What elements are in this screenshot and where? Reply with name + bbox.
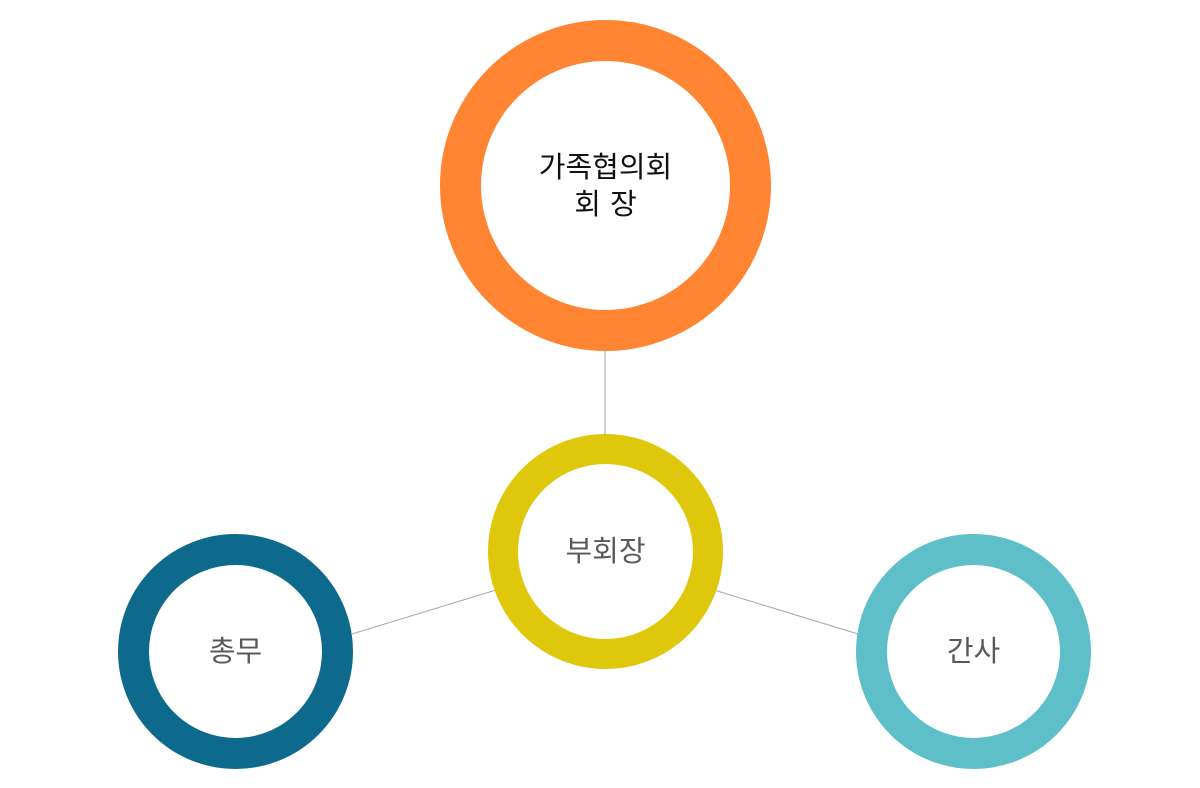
node-secretary: 간사 bbox=[856, 534, 1091, 769]
president-label: 가족협의회 회 장 bbox=[539, 149, 672, 222]
vice-president-label: 부회장 bbox=[565, 534, 646, 569]
secretary-label: 간사 bbox=[946, 634, 1001, 669]
connector-vice-secretary bbox=[713, 589, 859, 635]
node-secretary-general: 총무 bbox=[118, 534, 353, 769]
president-label-line-1: 가족협의회 bbox=[538, 150, 673, 185]
secretary-general-label: 총무 bbox=[208, 634, 263, 669]
node-vice-president: 부회장 bbox=[488, 434, 723, 669]
president-label-line-2: 회 장 bbox=[574, 186, 637, 221]
connector-vice-secretary-general bbox=[351, 589, 497, 635]
node-president: 가족협의회 회 장 bbox=[440, 20, 771, 351]
